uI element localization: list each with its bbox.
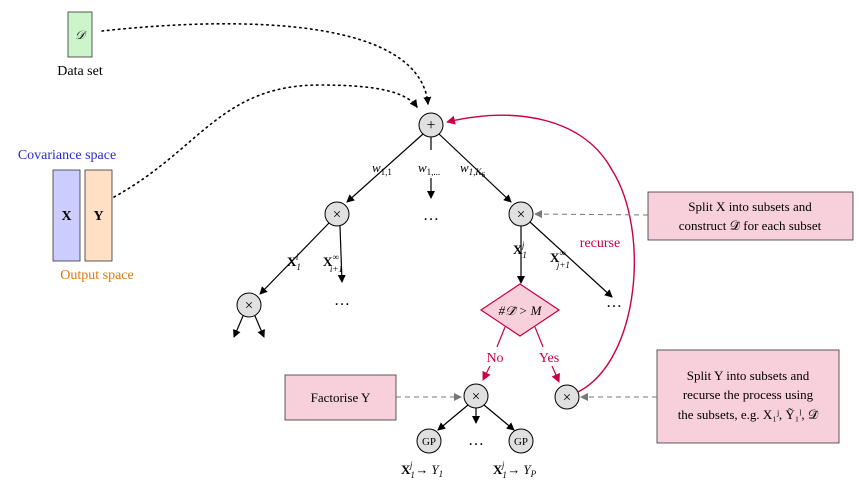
left-ellipsis: … (334, 292, 350, 309)
covariance-space-caption: Covariance space (18, 148, 116, 163)
yes-label: Yes (539, 351, 559, 366)
root-sum-symbol: + (426, 117, 435, 134)
split-x-link (534, 210, 649, 219)
edge-factorise-left (437, 404, 469, 431)
x-to-root-link (113, 84, 418, 198)
split-y-box (656, 349, 840, 444)
right-ellipsis: … (606, 294, 622, 311)
edge-left-down-left (259, 222, 330, 295)
gp-ellipsis: … (468, 432, 484, 449)
right-x1j-label: X1j (513, 240, 527, 260)
gp-node-left (416, 428, 442, 454)
gp-node-right-label: GP (514, 436, 528, 448)
dataset-caption: Data set (57, 64, 103, 79)
right-product-symbol: × (517, 207, 525, 223)
split-x-line2: construct 𝒟̃ for each subset (679, 218, 822, 233)
left-lower-product-symbol: × (245, 298, 253, 314)
no-label: No (486, 351, 503, 366)
dataset-to-root-link (101, 22, 432, 105)
y-block (84, 169, 113, 262)
edge-lower-left-b (254, 315, 265, 338)
right-xinf-label: X∞j+1 (550, 248, 570, 270)
leaf-left-label: X1j→Y1 (401, 460, 443, 480)
factorise-box (284, 374, 397, 421)
edge-no-to-factorise (482, 365, 491, 381)
x-block (52, 169, 81, 262)
edge-decision-no (496, 326, 506, 348)
split-y-line2: recurse the process using (683, 387, 814, 402)
edge-right-down-right (529, 221, 613, 298)
middle-ellipsis: … (423, 207, 439, 224)
decision-diamond (479, 283, 561, 337)
left-lower-product-node (236, 292, 262, 318)
edge-root-left (346, 133, 424, 203)
split-y-product-symbol: × (563, 390, 571, 406)
gp-node-left-label: GP (422, 436, 436, 448)
leaf-right-label: X1j→YP (493, 460, 537, 480)
edge-decision-yes (534, 326, 544, 348)
recurse-label: recurse (580, 236, 620, 251)
edge-yes-to-split (551, 365, 560, 383)
weight-w1k: w1,KS (460, 160, 485, 179)
split-y-product-node (554, 384, 580, 410)
dataset-symbol: 𝒟 (75, 28, 87, 42)
factorise-label: Factorise Y (311, 390, 371, 405)
edge-factorise-right (483, 404, 515, 431)
decision-label: #𝒟̃ > M (499, 303, 543, 318)
split-y-line3: the subsets, e.g. X₁ʲ, Ỹ₁ˡ, 𝒟̃ (678, 407, 819, 422)
left-product-symbol: × (333, 207, 341, 223)
recurse-arrow (446, 114, 635, 393)
split-x-box (647, 191, 854, 241)
split-y-line1: Split Y into subsets and (687, 368, 810, 383)
edge-root-right (438, 133, 512, 203)
weight-w11: w1,1 (372, 160, 392, 177)
factorise-product-symbol: × (472, 389, 480, 405)
split-x-line1: Split X into subsets and (688, 199, 812, 214)
x-block-label: X (61, 209, 71, 224)
left-x1i-label: X1i (287, 252, 301, 272)
edge-lower-left-a (233, 315, 244, 338)
left-product-node (324, 201, 350, 227)
weight-w1dots: w1,... (418, 160, 440, 177)
y-block-label: Y (93, 209, 103, 224)
left-xinf-label: X∞i+1 (323, 252, 343, 274)
output-space-caption: Output space (60, 268, 133, 283)
dataset-block (67, 11, 93, 58)
edge-left-down-right (337, 225, 346, 283)
gp-node-right (508, 428, 534, 454)
